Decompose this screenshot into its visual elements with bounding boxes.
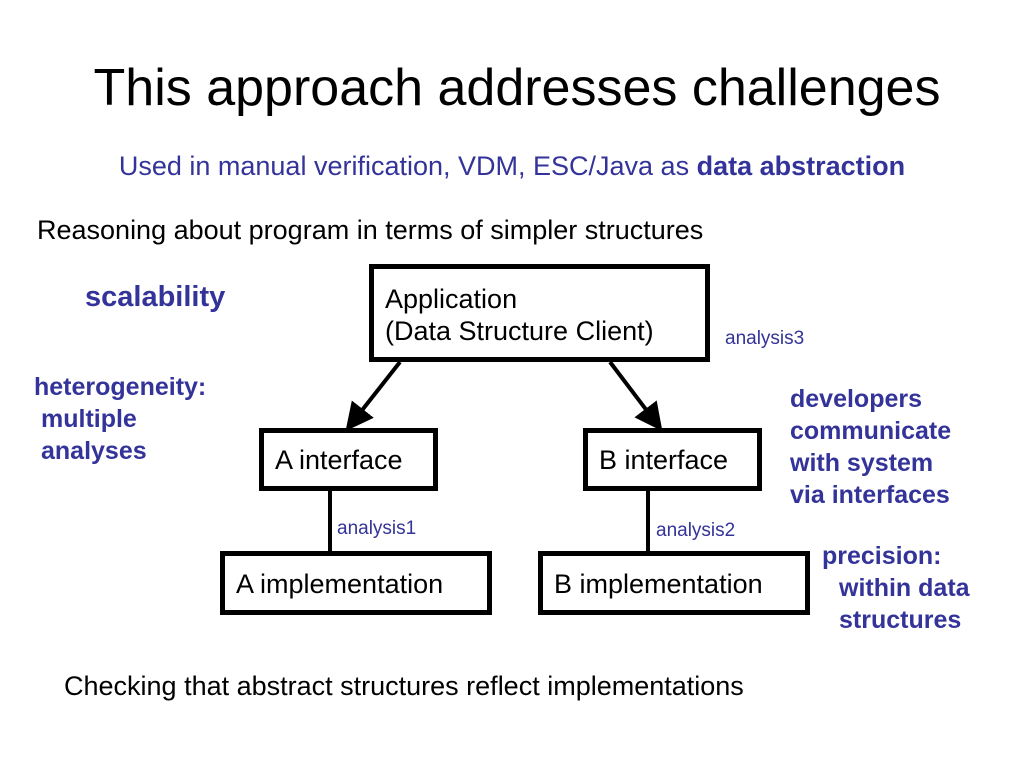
precision-line-1: precision:: [822, 542, 942, 570]
slide-subtitle: Used in manual verification, VDM, ESC/Ja…: [0, 149, 1024, 183]
b-implementation-box: B implementation: [538, 551, 810, 615]
developers-line-3: with system: [790, 449, 934, 477]
arrow-app-to-a-interface: [345, 360, 402, 432]
b-interface-label: B interface: [599, 445, 729, 475]
application-line-1: Application: [385, 284, 518, 314]
b-implementation-label: B implementation: [554, 569, 763, 599]
reasoning-text: Reasoning about program in terms of simp…: [37, 215, 704, 245]
checking-text: Checking that abstract structures reflec…: [64, 671, 744, 701]
analysis1-label: analysis1: [337, 518, 417, 539]
scalability-label: scalability: [85, 281, 226, 313]
a-interface-box: A interface: [259, 428, 438, 491]
slide-title: This approach addresses challenges: [93, 59, 941, 117]
precision-line-2: within data: [839, 574, 970, 602]
heterogeneity-line-1: heterogeneity:: [34, 373, 207, 401]
developers-label: developers communicate with system via i…: [790, 383, 951, 511]
subtitle-emphasis: data abstraction: [696, 151, 906, 181]
precision-label: precision: within data structures: [822, 540, 970, 636]
a-implementation-label: A implementation: [236, 569, 444, 599]
precision-line-3: structures: [839, 606, 962, 634]
application-box: Application (Data Structure Client): [369, 264, 710, 362]
arrow-app-to-b-interface: [608, 360, 663, 432]
analysis3-label: analysis3: [725, 328, 805, 349]
analysis2-label: analysis2: [656, 520, 736, 541]
developers-line-2: communicate: [790, 417, 952, 445]
heterogeneity-line-2: multiple: [41, 405, 137, 433]
a-interface-label: A interface: [275, 445, 403, 475]
application-line-2: (Data Structure Client): [385, 316, 654, 346]
heterogeneity-label: heterogeneity: multiple analyses: [34, 371, 206, 467]
a-implementation-box: A implementation: [220, 551, 492, 615]
developers-line-1: developers: [790, 385, 923, 413]
b-interface-box: B interface: [583, 428, 762, 491]
heterogeneity-line-3: analyses: [41, 437, 147, 465]
subtitle-prefix: Used in manual verification, VDM, ESC/Ja…: [118, 151, 690, 181]
developers-line-4: via interfaces: [790, 481, 950, 509]
